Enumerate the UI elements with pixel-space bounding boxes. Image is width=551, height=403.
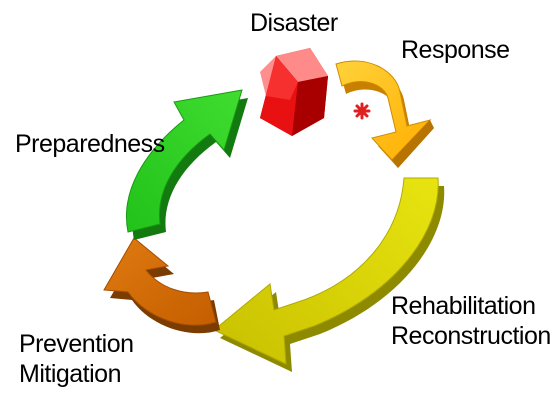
- prevention-arrow: [103, 237, 220, 334]
- stage-label-line: Disaster: [250, 9, 338, 37]
- stage-label-line: Preparedness: [15, 130, 165, 158]
- stage-label-line: Prevention: [19, 330, 134, 358]
- stage-label-prevention: Prevention Mitigation: [19, 329, 134, 389]
- stage-label-line: Mitigation: [19, 360, 121, 388]
- red-gem-icon: [260, 48, 328, 136]
- stage-label-line: Reconstruction: [391, 322, 551, 350]
- response-arrow: [335, 60, 434, 168]
- stage-label-line: Rehabilitation: [391, 292, 536, 320]
- stage-label-response: Response: [401, 35, 510, 65]
- stage-label-preparedness: Preparedness: [15, 129, 165, 159]
- rehabilitation-arrow: [213, 177, 445, 372]
- stage-label-rehabilitation: Rehabilitation Reconstruction: [391, 291, 551, 351]
- preparedness-arrow: [126, 89, 248, 240]
- red-asterisk-icon: [353, 102, 371, 120]
- stage-label-disaster: Disaster: [250, 8, 338, 38]
- stage-label-line: Response: [401, 36, 510, 64]
